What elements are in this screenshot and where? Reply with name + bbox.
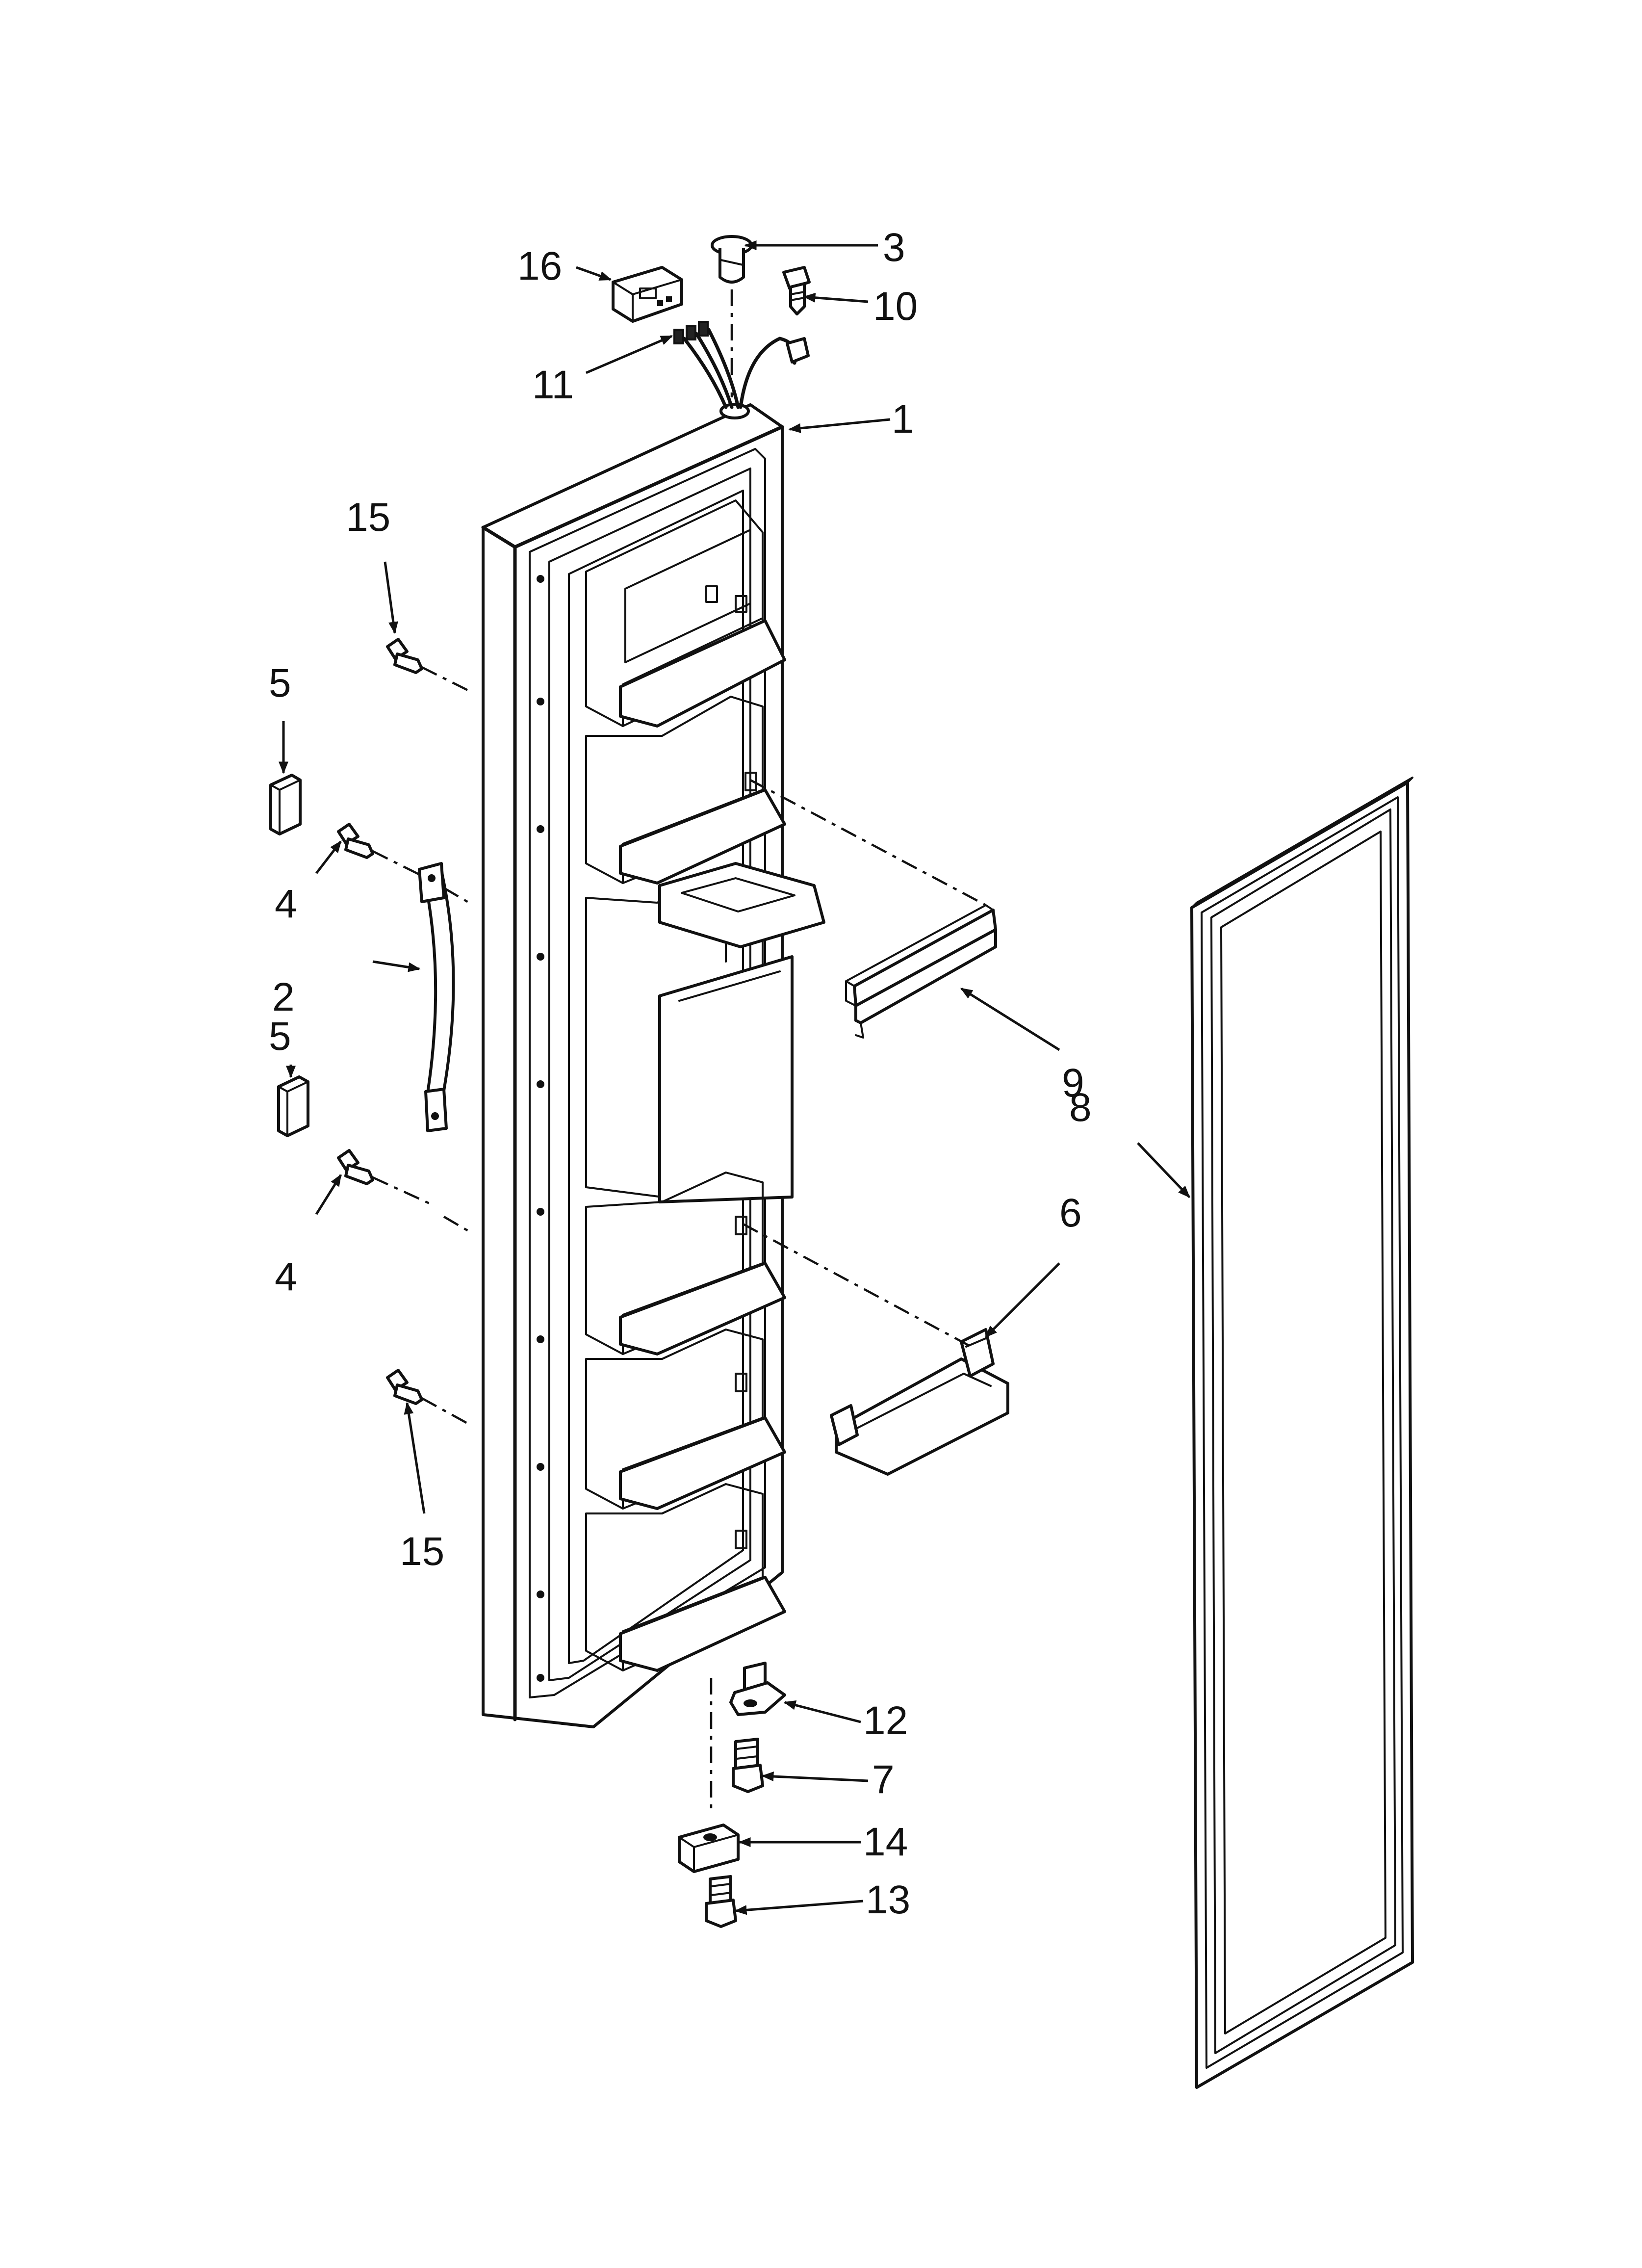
callout-6: 6 — [1059, 1191, 1082, 1235]
callout-15-lower: 15 — [400, 1529, 444, 1574]
callout-13: 13 — [866, 1877, 910, 1922]
hinge-screw-lower — [705, 1875, 737, 1928]
handle-screw-lower — [337, 1149, 374, 1185]
callout-4-upper: 4 — [275, 882, 297, 926]
callout-8: 8 — [1069, 1085, 1092, 1130]
callout-11: 11 — [532, 363, 574, 407]
door-screw-upper — [386, 638, 423, 674]
callout-9: 9 — [1062, 1061, 1084, 1105]
shelf-rail — [845, 904, 997, 1039]
hinge-block — [678, 1824, 740, 1873]
callout-16: 16 — [517, 244, 562, 288]
callout-5-lower: 5 — [269, 1014, 291, 1059]
refrigerator-door — [481, 403, 825, 1728]
wire-harness — [673, 321, 810, 409]
callout-3: 3 — [883, 225, 905, 270]
callout-5-upper: 5 — [269, 661, 291, 705]
callout-2: 2 — [272, 975, 295, 1019]
screw-top — [782, 266, 811, 315]
dispenser-housing — [585, 862, 825, 1203]
handle-end-cap-lower — [277, 1075, 309, 1137]
door-handle — [418, 862, 455, 1132]
leader-arrows — [279, 240, 1190, 1915]
callout-7: 7 — [872, 1757, 895, 1802]
handle-screw-upper — [337, 823, 374, 859]
door-screw-lower — [386, 1369, 423, 1405]
callout-14: 14 — [863, 1820, 908, 1864]
door-bin — [830, 1328, 1009, 1476]
callout-10: 10 — [873, 284, 918, 329]
callout-labels: 1 2 3 4 4 5 5 6 7 8 9 10 11 12 13 14 15 … — [269, 225, 1092, 1922]
door-edge-holes — [537, 575, 544, 1682]
hinge-bushing-top — [711, 235, 753, 284]
wiring-connector — [612, 266, 683, 323]
callout-15-upper: 15 — [346, 495, 390, 540]
callout-1: 1 — [892, 397, 914, 442]
callout-12: 12 — [863, 1698, 908, 1743]
door-liner-lower-shelves — [585, 1172, 786, 1672]
door-gasket — [1190, 777, 1414, 2089]
hinge-pin-bracket — [729, 1662, 786, 1716]
handle-end-cap-upper — [269, 774, 302, 835]
hinge-screw-upper — [732, 1738, 764, 1793]
door-liner-upper-shelves — [585, 499, 786, 885]
callout-4-lower: 4 — [275, 1254, 297, 1299]
